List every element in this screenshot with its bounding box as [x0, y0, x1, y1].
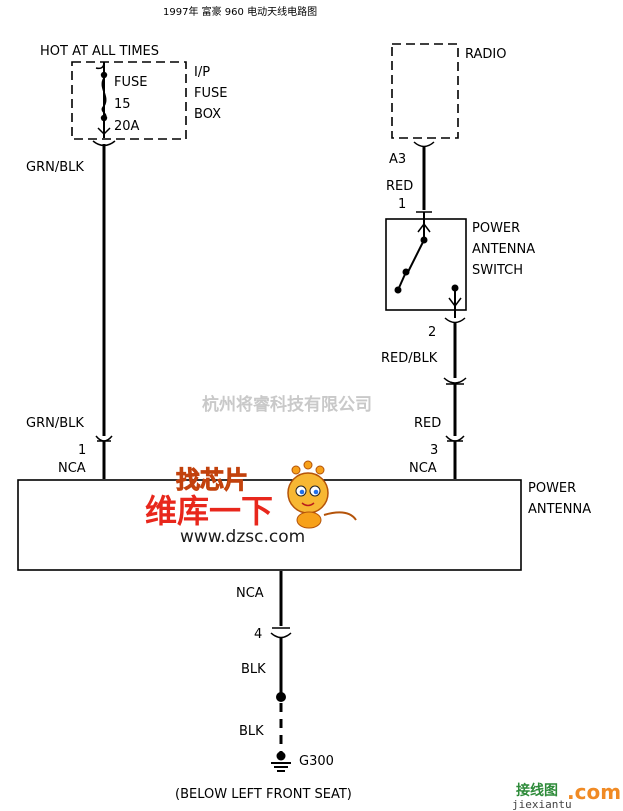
switch-label-1: POWER [472, 221, 520, 236]
fuse-box-label-2: FUSE [194, 86, 227, 101]
radio-pin-label: A3 [389, 152, 406, 167]
right-pin-number: 3 [430, 443, 438, 458]
fuse-number-label: 15 [114, 97, 131, 112]
switch-contacts [394, 212, 462, 318]
dzsc-logo-main: 维库一下 [145, 492, 273, 530]
jiexiantu-logo-site: jiexiantu [512, 798, 572, 811]
ground-connector [270, 627, 292, 639]
fuse-box-outline [71, 61, 187, 140]
radio-out-connector [413, 141, 435, 148]
left-connector [95, 435, 113, 479]
ground-splice [276, 692, 286, 702]
switch-label-2: ANTENNA [472, 242, 535, 257]
mascot-icon [287, 460, 357, 529]
radio-wire-color: RED [386, 179, 413, 194]
left-wire-color-top: GRN/BLK [26, 160, 84, 175]
ground-wire-color-1: BLK [241, 662, 266, 677]
radio-outline [391, 43, 459, 139]
switch-pin-out: 2 [428, 325, 436, 340]
fuse-rating-label: 20A [114, 119, 140, 134]
dzsc-logo-badge: 找芯片 [176, 466, 248, 494]
ground-pin-number: 4 [254, 627, 262, 642]
ground-symbol [271, 751, 291, 772]
radio-label: RADIO [465, 47, 506, 62]
power-antenna-box [17, 479, 522, 571]
fuse-box-label-1: I/P [194, 65, 210, 80]
dzsc-logo-url: www.dzsc.com [180, 527, 305, 547]
antenna-label-2: ANTENNA [528, 502, 591, 517]
jiexiantu-logo: 接线图 .com jiexiantu [512, 780, 621, 811]
company-watermark: 杭州将睿科技有限公司 [202, 394, 372, 415]
fuse-box-label-3: BOX [194, 107, 221, 122]
fuse-name-label: FUSE [114, 75, 147, 90]
ground-connector-id: NCA [236, 586, 264, 601]
hot-at-all-times-label: HOT AT ALL TIMES [40, 44, 159, 59]
jiexiantu-logo-com: .com [567, 780, 621, 804]
jiexiantu-logo-text: 接线图 [516, 782, 558, 799]
right-connector-id: NCA [409, 461, 437, 476]
left-wire-color-bottom: GRN/BLK [26, 416, 84, 431]
ground-wire-color-2: BLK [239, 724, 264, 739]
ground-location-label: (BELOW LEFT FRONT SEAT) [175, 787, 352, 802]
fuse-symbol [95, 61, 111, 138]
switch-box [385, 218, 467, 311]
right-wire-color: RED [414, 416, 441, 431]
left-pin-number: 1 [78, 443, 86, 458]
switch-out-wire-color: RED/BLK [381, 351, 438, 366]
right-connector [445, 435, 465, 479]
dzsc-logo: 找芯片 维库一下 www.dzsc.com [145, 460, 357, 547]
diagram-title: 1997年 富豪 960 电动天线电路图 [163, 5, 317, 18]
switch-out-connector [444, 317, 466, 324]
switch-pin-in: 1 [398, 197, 406, 212]
left-connector-id: NCA [58, 461, 86, 476]
switch-label-3: SWITCH [472, 263, 523, 278]
ground-id-label: G300 [299, 754, 334, 769]
antenna-label-1: POWER [528, 481, 576, 496]
inline-connector [443, 377, 467, 436]
